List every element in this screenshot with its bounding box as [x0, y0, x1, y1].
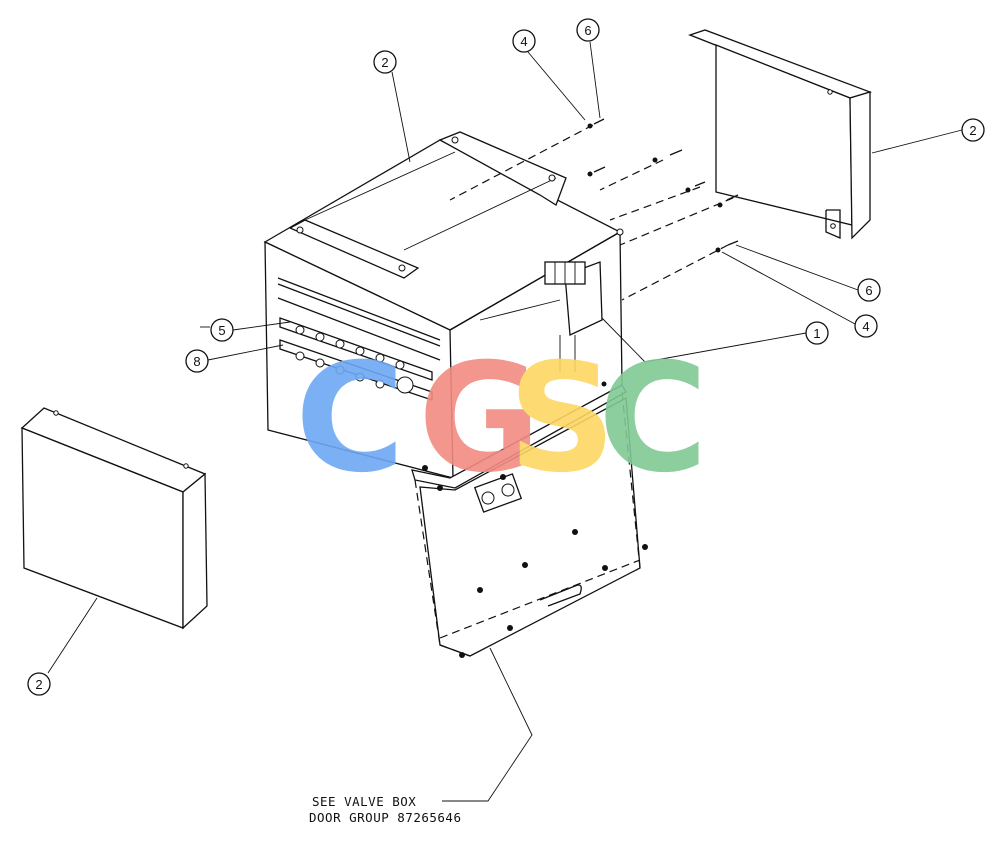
note-line-2: DOOR GROUP 87265646 [309, 810, 462, 825]
watermark-letter-c1: C [295, 332, 405, 506]
svg-text:4: 4 [520, 34, 527, 49]
callout-balloon-2-right: 2 [961, 118, 985, 142]
svg-text:2: 2 [969, 123, 976, 138]
watermark-letter-g: G [418, 332, 541, 506]
callout-balloon-4-right: 4 [854, 314, 878, 338]
callout-balloon-4-top: 4 [512, 29, 536, 53]
callout-balloon-2-top: 2 [373, 50, 397, 74]
reference-note: SEE VALVE BOX DOOR GROUP 87265646 [309, 794, 462, 825]
svg-text:2: 2 [35, 677, 42, 692]
valve-box-door [411, 384, 648, 658]
callout-balloon-6-top: 6 [576, 18, 600, 42]
note-line-1: SEE VALVE BOX [312, 794, 416, 809]
leader-lines [47, 41, 963, 802]
svg-text:1: 1 [813, 326, 820, 341]
svg-text:2: 2 [381, 55, 388, 70]
svg-text:8: 8 [193, 354, 200, 369]
callout-balloon-6-right: 6 [857, 278, 881, 302]
hardware-screws-nuts [449, 118, 739, 301]
cgsc-watermark: C G S C [295, 332, 708, 506]
svg-text:4: 4 [862, 319, 869, 334]
svg-text:6: 6 [584, 23, 591, 38]
svg-text:5: 5 [218, 323, 225, 338]
main-enclosure [263, 131, 624, 479]
svg-text:6: 6 [865, 283, 872, 298]
watermark-letter-s: S [508, 332, 616, 506]
right-side-cover [688, 29, 873, 240]
callout-balloon-2-left: 2 [27, 672, 51, 696]
callout-balloon-8: 8 [185, 349, 209, 373]
callout-balloon-1: 1 [805, 321, 829, 345]
watermark-letter-c2: C [598, 332, 708, 506]
callout-balloon-5: 5 [210, 318, 234, 342]
left-side-cover [20, 407, 208, 630]
